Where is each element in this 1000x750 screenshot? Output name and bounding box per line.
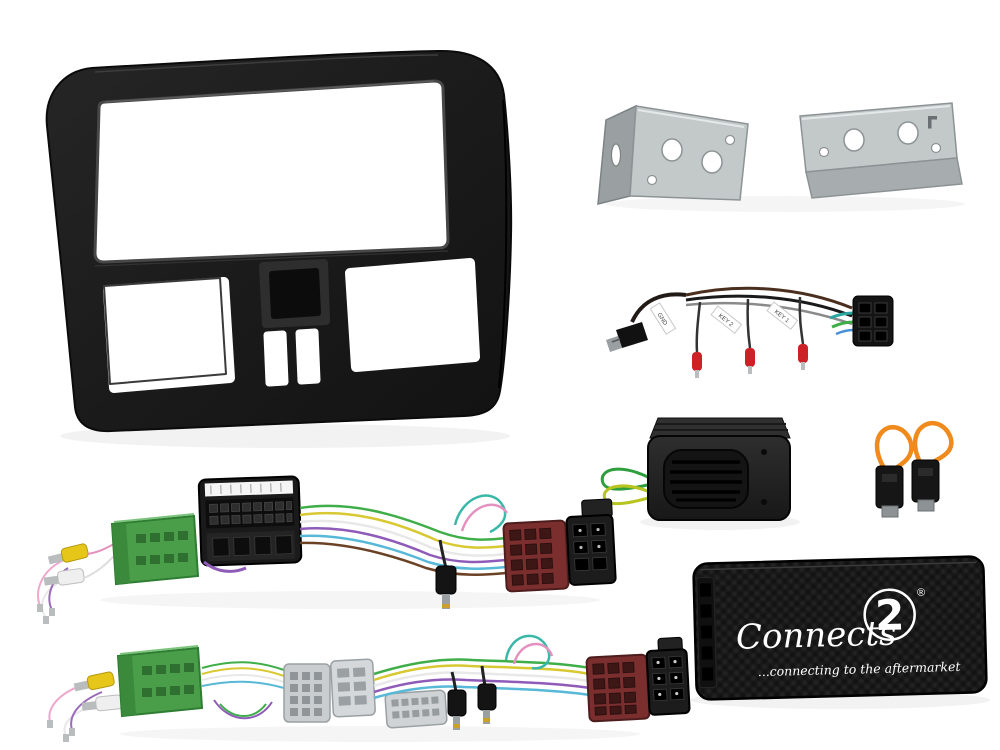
grey-connector-c	[384, 689, 448, 729]
iso-connector-maroon	[502, 519, 570, 593]
wire-loom	[373, 634, 591, 700]
connects2-logo: 2 Connects ® ...connecting to the afterm…	[735, 587, 962, 679]
green-vehicle-connector	[116, 645, 204, 718]
aux-jack-icon	[435, 539, 457, 609]
black-connector	[645, 636, 691, 716]
mounting-bracket-left	[597, 104, 749, 205]
aux-jack-icon	[447, 671, 467, 730]
green-vehicle-connector	[110, 513, 200, 586]
registered-mark: ®	[917, 587, 925, 599]
rca-plug-white	[81, 694, 123, 712]
rca-plug-yellow	[47, 543, 89, 565]
swc-interface-box: 2 Connects ® ...connecting to the afterm…	[692, 555, 988, 701]
connector-edge	[696, 576, 717, 689]
wire-label: KEY 2	[710, 305, 743, 334]
bullet-terminal	[745, 348, 755, 374]
iso-connector-maroon	[585, 653, 651, 723]
rca-plug-yellow	[73, 671, 115, 692]
bracket-hole	[897, 121, 919, 145]
fascia-panel	[45, 49, 513, 433]
bullet-terminal	[692, 352, 702, 378]
multipin-plug	[852, 295, 894, 347]
aerial-adapter-2	[911, 420, 954, 512]
logo-brand: Connects	[735, 614, 897, 658]
bracket-hole	[843, 128, 865, 152]
bullet-terminal	[798, 344, 808, 370]
wiring-harness-bottom	[47, 634, 691, 742]
aux-jack-icon	[606, 322, 648, 352]
aux-jack-icon	[477, 665, 497, 724]
slot-left	[263, 330, 289, 387]
quadlock-connector	[197, 475, 303, 567]
head-unit-opening	[93, 79, 450, 264]
grey-connector-a	[283, 663, 331, 723]
slot-right	[295, 328, 321, 385]
bracket-hole	[701, 150, 723, 174]
wire-label: GND	[649, 302, 677, 335]
right-vent-opening	[345, 258, 480, 372]
grey-connector-b	[330, 658, 376, 718]
key-patch-lead: GND KEY 2 KEY 1	[606, 286, 894, 378]
bracket-stamp	[928, 116, 937, 129]
logo-tagline: ...connecting to the aftermarket	[758, 659, 962, 679]
rca-plug-white	[43, 568, 85, 586]
interface-module	[600, 417, 791, 521]
logo-number: 2	[874, 590, 905, 640]
centre-hole	[269, 268, 321, 319]
bracket-hole	[661, 138, 683, 162]
wiring-harness-top	[37, 475, 617, 624]
wire-loom	[201, 661, 285, 720]
mounting-bracket-right	[799, 102, 963, 199]
wire-loom	[299, 494, 509, 576]
aerial-adapter-1	[875, 425, 914, 518]
speaker-grille-icon	[663, 449, 749, 509]
left-vent-opening	[103, 277, 235, 393]
iso-connector-black	[565, 498, 617, 586]
